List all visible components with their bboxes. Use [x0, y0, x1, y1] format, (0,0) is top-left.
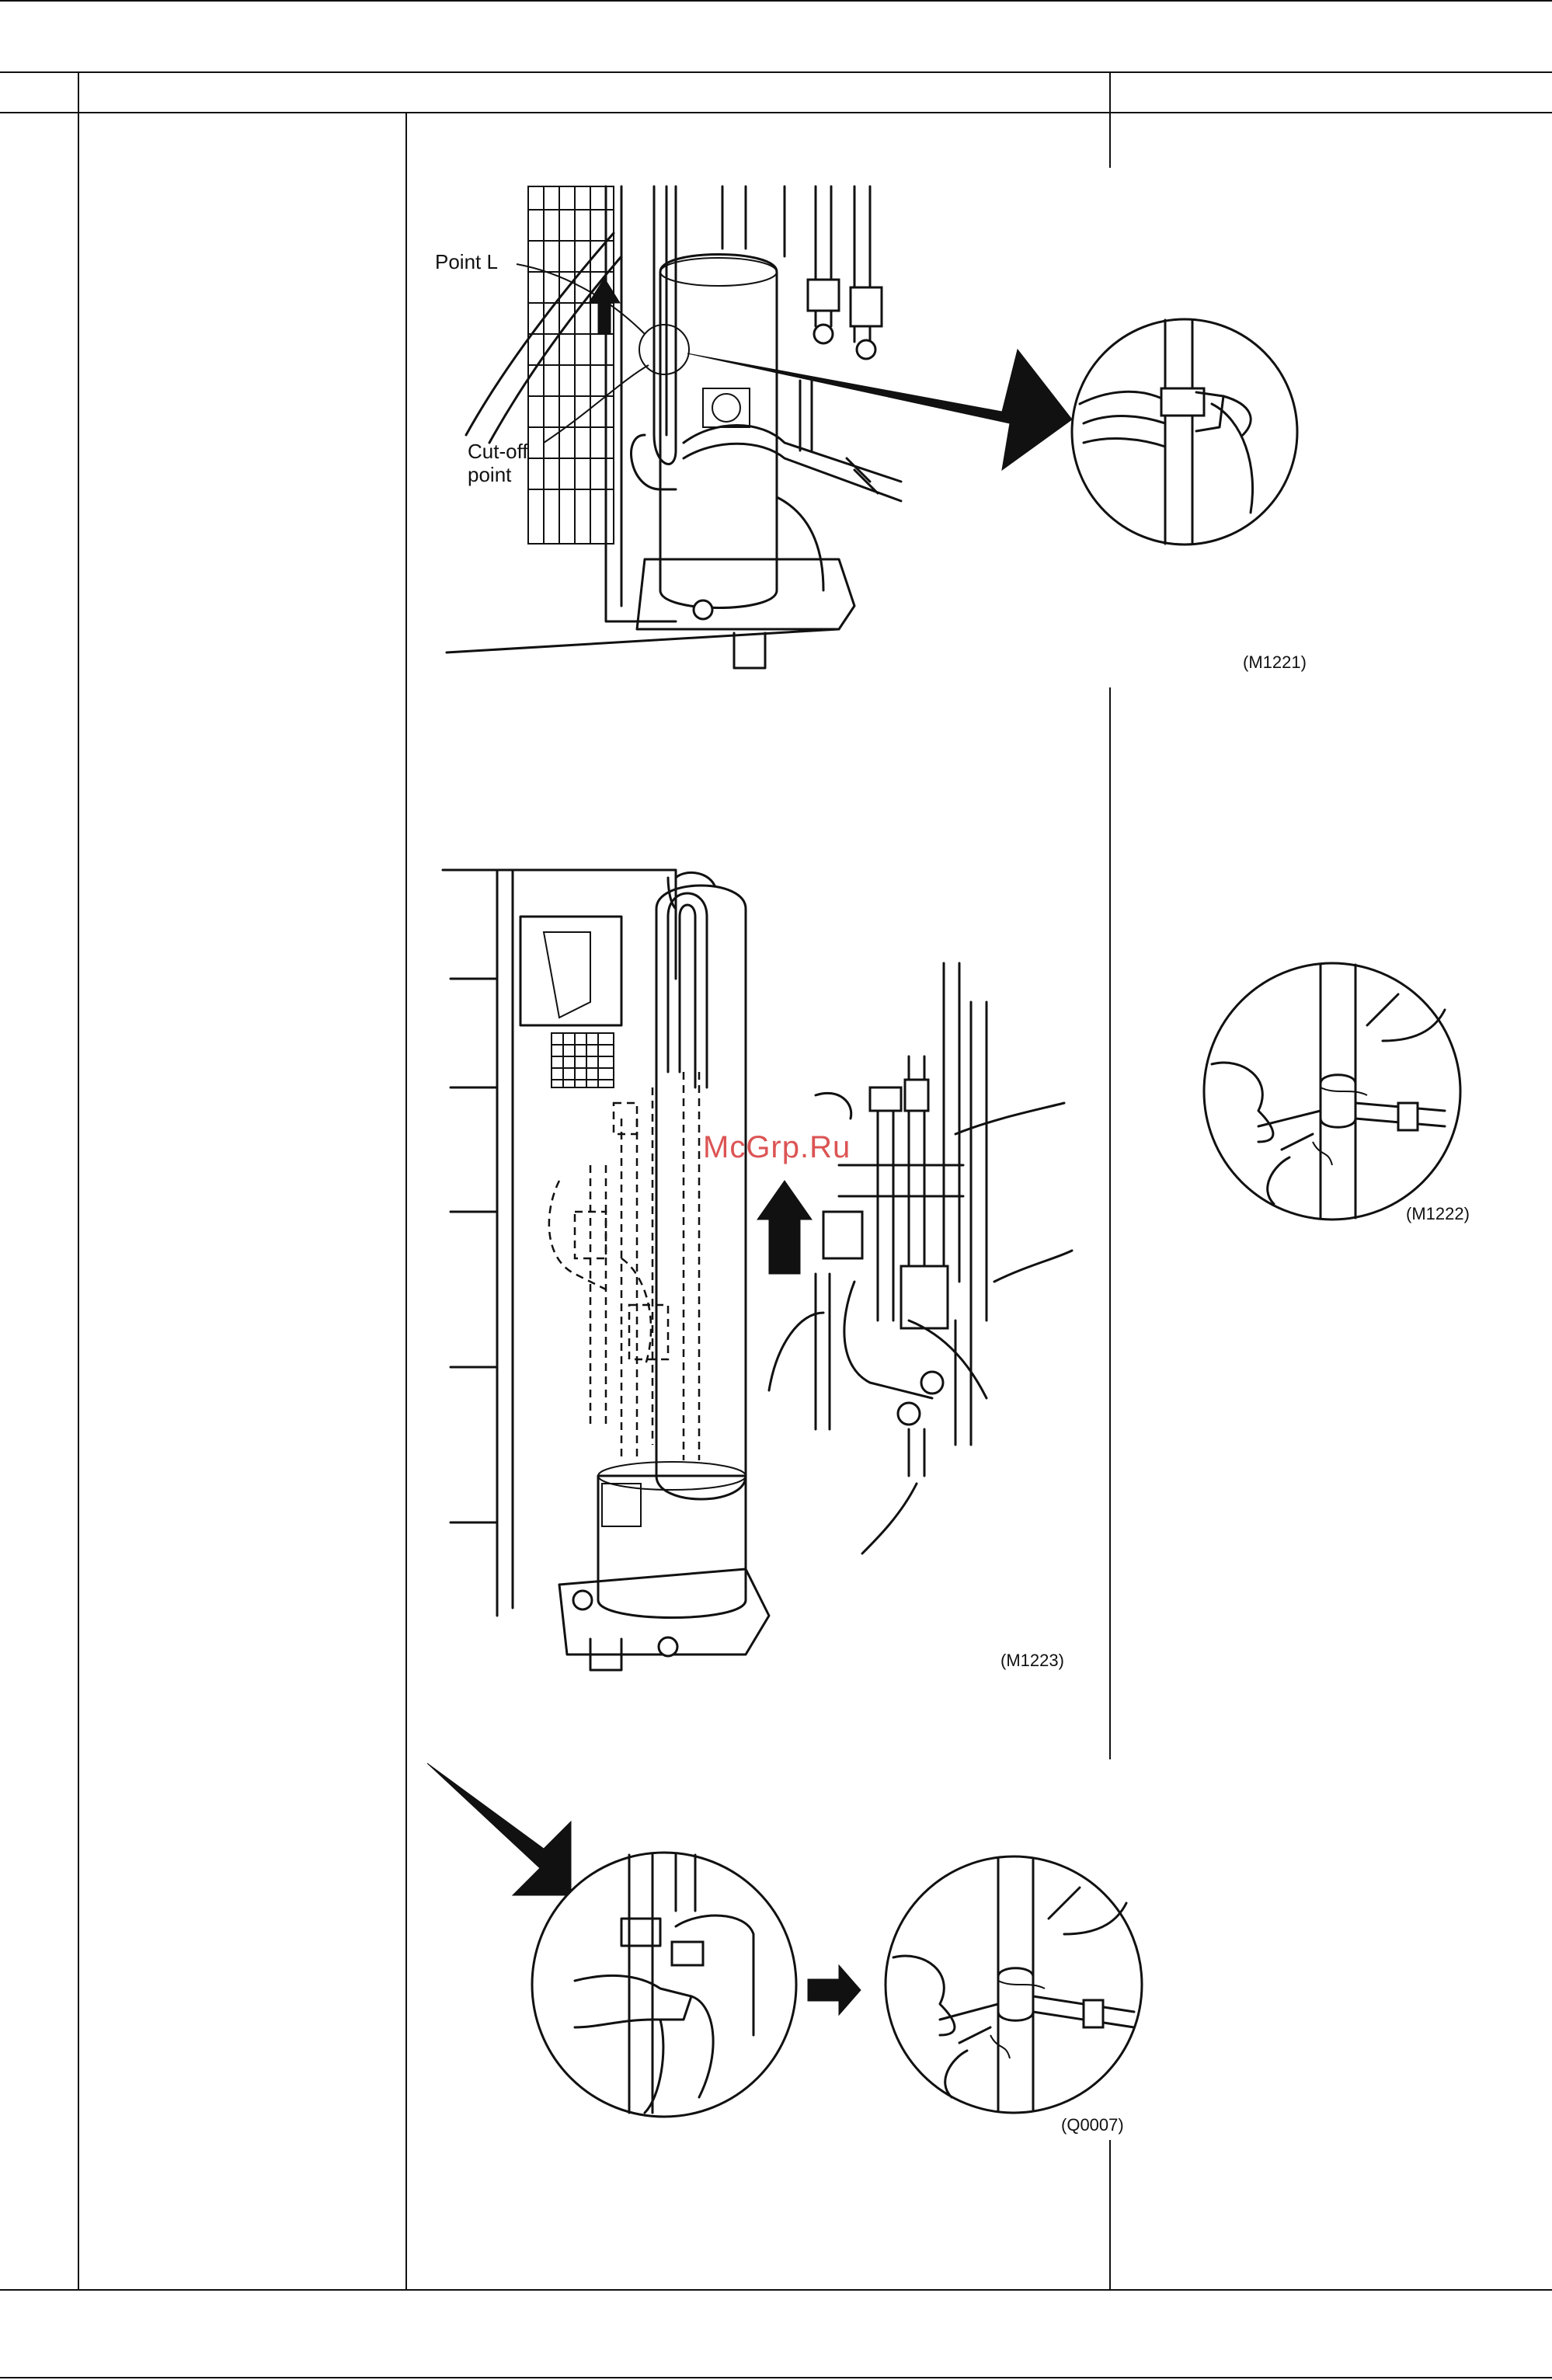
figure-code-q0007: (Q0007)	[1061, 2115, 1124, 2135]
